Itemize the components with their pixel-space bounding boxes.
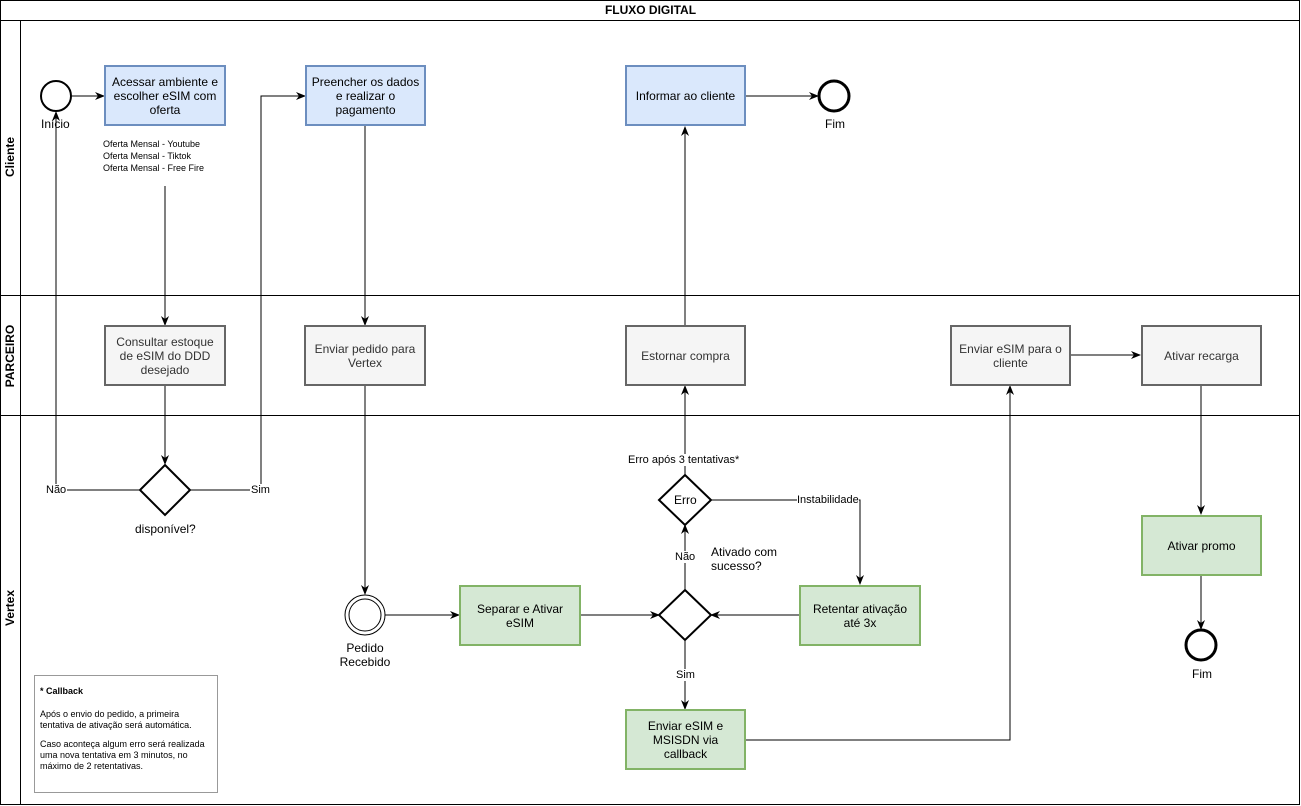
offers-list: Oferta Mensal - Youtube Oferta Mensal - … xyxy=(103,138,204,174)
note-paragraph-1: Após o envio do pedido, a primeira tenta… xyxy=(40,709,192,730)
task-informar-cliente[interactable]: Informar ao cliente xyxy=(625,65,746,126)
label-fim-cliente: Fim xyxy=(825,117,845,131)
lane-label-parceiro: PARCEIRO xyxy=(3,324,17,388)
task-enviar-esim-cliente[interactable]: Enviar eSIM para o cliente xyxy=(950,325,1071,386)
lane-label-vertex: Vertex xyxy=(3,589,17,627)
offer-item: Oferta Mensal - Free Fire xyxy=(103,163,205,173)
task-acessar-ambiente[interactable]: Acessar ambiente e escolher eSIM com ofe… xyxy=(104,65,226,126)
edge-label-erro-tentativas: Erro após 3 tentativas* xyxy=(628,454,740,466)
gateway-erro[interactable] xyxy=(657,473,713,527)
label-erro-gateway: Erro xyxy=(674,493,697,507)
edge-label-sim: Sim xyxy=(250,484,271,496)
task-enviar-callback[interactable]: Enviar eSIM e MSISDN via callback xyxy=(625,709,746,770)
task-ativar-recarga[interactable]: Ativar recarga xyxy=(1141,325,1262,386)
intermediate-event-pedido-recebido[interactable] xyxy=(344,594,386,636)
edge-disponivel-sim xyxy=(190,92,306,491)
task-separar-ativar[interactable]: Separar e Ativar eSIM xyxy=(459,585,581,646)
edge-erro-instabilidade xyxy=(711,499,864,585)
edge-label-nao: Não xyxy=(45,484,68,496)
task-consultar-estoque[interactable]: Consultar estoque de eSIM do DDD desejad… xyxy=(104,325,226,386)
edge-callback-enviaresim xyxy=(746,385,1014,741)
gateway-ativado[interactable] xyxy=(657,588,713,642)
note-paragraph-2: Caso aconteça algum erro será realizada … xyxy=(40,739,205,771)
label-fim-vertex: Fim xyxy=(1192,667,1212,681)
label-inicio: Início xyxy=(41,117,70,131)
end-event-fim-cliente[interactable] xyxy=(817,79,851,113)
task-retentar-ativacao[interactable]: Retentar ativação até 3x xyxy=(799,585,921,646)
callback-note: * Callback Após o envio do pedido, a pri… xyxy=(34,675,218,793)
offer-item: Oferta Mensal - Tiktok xyxy=(103,151,192,161)
end-event-fim-vertex[interactable] xyxy=(1184,628,1218,662)
task-preencher-dados[interactable]: Preencher os dados e realizar o pagament… xyxy=(305,65,426,126)
task-ativar-promo[interactable]: Ativar promo xyxy=(1141,515,1262,576)
note-heading: * Callback xyxy=(40,686,84,696)
gateway-disponivel[interactable] xyxy=(138,463,192,517)
task-estornar-compra[interactable]: Estornar compra xyxy=(625,325,746,386)
label-ativado-sucesso: Ativado com sucesso? xyxy=(711,545,778,573)
start-event-inicio[interactable] xyxy=(40,80,72,112)
task-enviar-pedido[interactable]: Enviar pedido para Vertex xyxy=(304,325,426,386)
lane-label-cliente: Cliente xyxy=(3,137,17,178)
label-disponivel: disponível? xyxy=(135,522,196,536)
edge-label-instabilidade: Instabilidade xyxy=(797,494,859,506)
pool-title: FLUXO DIGITAL xyxy=(604,3,697,17)
edge-label-nao-ativado: Não xyxy=(675,551,696,563)
offer-item: Oferta Mensal - Youtube xyxy=(103,139,201,149)
label-pedido-recebido: Pedido Recebido xyxy=(339,641,391,669)
edge-label-sim-ativado: Sim xyxy=(676,669,695,681)
